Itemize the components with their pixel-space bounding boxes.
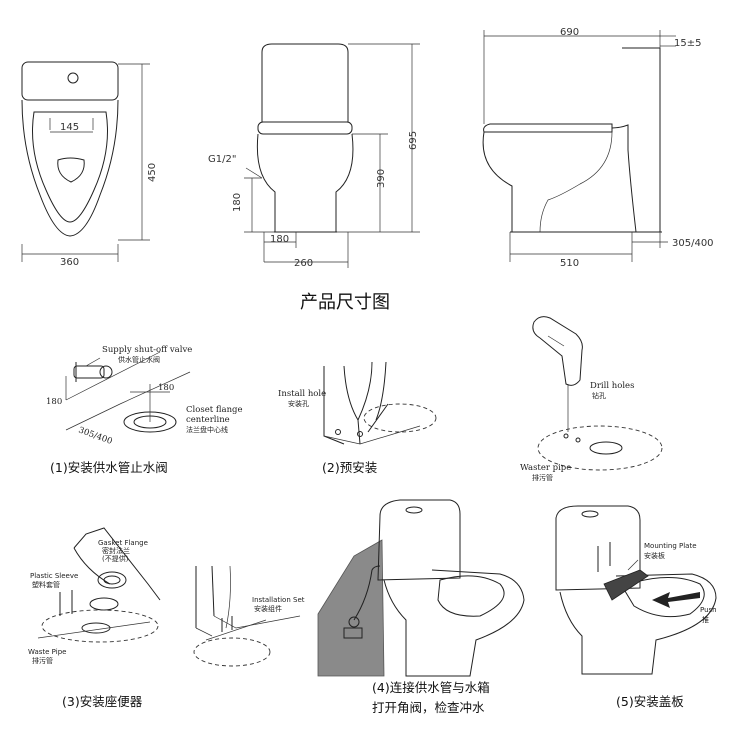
page-title: 产品尺寸图 <box>300 292 390 313</box>
label-install-en: Install hole <box>278 389 326 399</box>
step1-caption: (1)安装供水管止水阀 <box>50 460 168 475</box>
side-view-drawing <box>482 30 676 262</box>
dim-inlet: G1/2" <box>208 154 236 165</box>
label-flange-en-2: centerline <box>186 415 230 425</box>
label-waste-pipe-en: Waste Pipe <box>28 648 66 656</box>
label-waste-zh: 排污管 <box>532 473 553 482</box>
label-flange-zh: 法兰盘中心线 <box>186 425 228 434</box>
dim-base-length: 510 <box>560 258 579 269</box>
label-push-en: Push <box>700 606 717 614</box>
label-waste-en: Waster pipe <box>520 463 571 473</box>
label-supply-en: Supply shut-off valve <box>102 345 192 355</box>
label-plate-en: Mounting Plate <box>644 542 697 550</box>
drill-drawing <box>532 316 663 471</box>
dim-depth: 450 <box>147 163 158 182</box>
label-install-zh: 安装孔 <box>288 399 309 408</box>
label-set-zh: 安装组件 <box>254 604 282 613</box>
dim-tank-offset: 15±5 <box>674 38 701 49</box>
label-gasket-zh-2: (不提供) <box>102 554 129 563</box>
step2-drawing <box>323 361 437 445</box>
label-dim-c: 305/400 <box>77 425 114 446</box>
label-set-en: Installation Set <box>252 596 305 604</box>
label-sleeve-zh: 塑料套管 <box>32 580 60 589</box>
label-dim-b: 180 <box>158 383 174 393</box>
step4-caption-line2: 打开角阀，检查冲水 <box>372 700 485 715</box>
front-view-drawing <box>244 43 420 268</box>
label-push-zh: 推 <box>702 615 709 624</box>
step5-caption: (5)安装盖板 <box>616 694 684 709</box>
dim-width: 360 <box>60 257 79 268</box>
dim-base-width: 260 <box>294 258 313 269</box>
label-gasket-zh-1: 密封法兰 <box>102 546 130 555</box>
dim-total-height: 695 <box>408 131 419 150</box>
label-flange-en-1: Closet flange <box>186 405 243 415</box>
label-drill-en: Drill holes <box>590 381 634 391</box>
label-sleeve-en: Plastic Sleeve <box>30 572 78 580</box>
step1-drawing <box>65 351 191 433</box>
label-waste-pipe-zh: 排污管 <box>32 656 53 665</box>
step4-caption-line1: (4)连接供水管与水箱 <box>372 680 490 695</box>
dim-rough-in: 305/400 <box>672 238 714 249</box>
top-view-drawing <box>21 61 150 262</box>
step4-drawing <box>317 499 525 677</box>
dim-inlet-offset: 180 <box>270 234 289 245</box>
dim-seat-height: 390 <box>376 169 387 188</box>
label-gasket-en: Gasket Flange <box>98 539 148 547</box>
step5-drawing <box>555 505 717 675</box>
step3-caption: (3)安装座便器 <box>62 694 143 709</box>
step2-caption: (2)预安装 <box>322 460 377 475</box>
dim-inlet-height: 180 <box>232 193 243 212</box>
step3-drawing <box>37 527 301 667</box>
label-dim-a: 180 <box>46 397 62 407</box>
label-supply-zh: 供水管止水阀 <box>118 355 160 364</box>
dim-length: 690 <box>560 27 579 38</box>
dim-hole-spacing: 145 <box>60 122 79 133</box>
label-plate-zh: 安装板 <box>644 551 665 560</box>
label-drill-zh: 钻孔 <box>592 391 606 400</box>
